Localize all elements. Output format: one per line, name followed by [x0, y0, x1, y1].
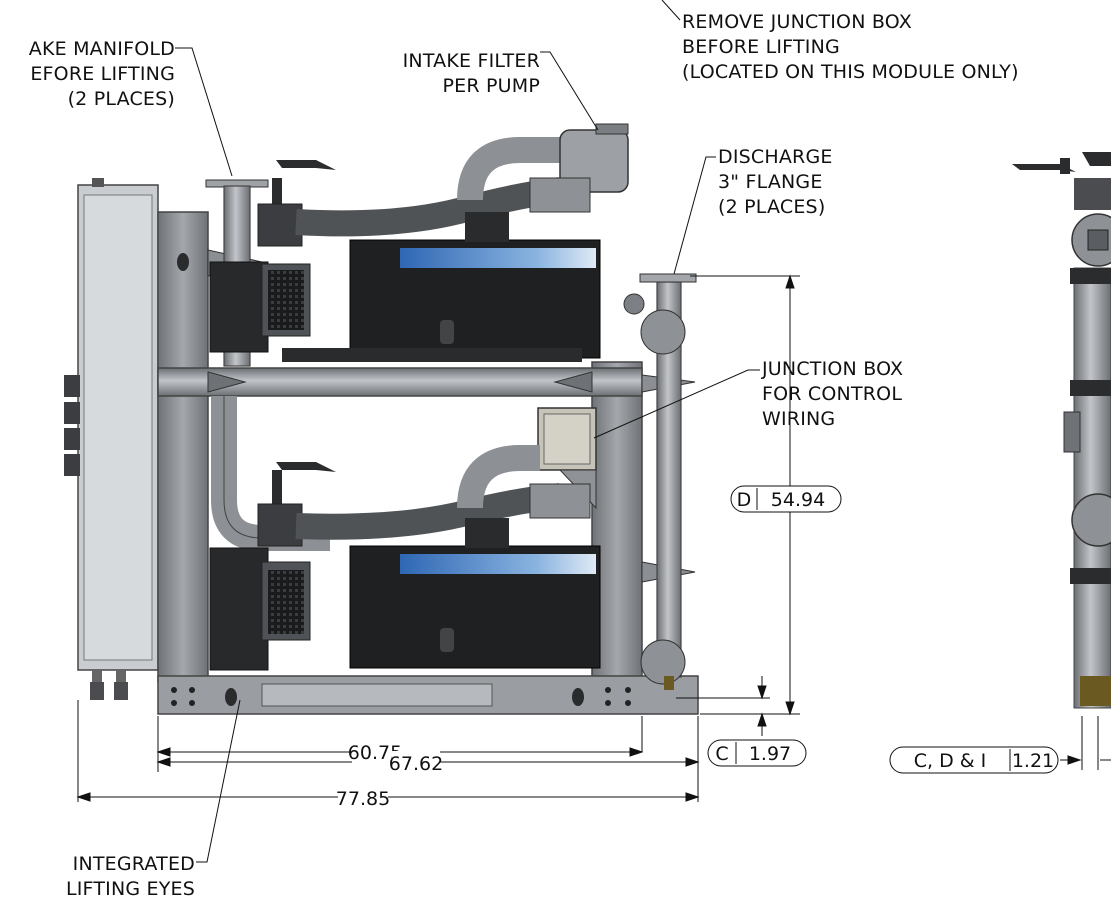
- callout-line: (LOCATED ON THIS MODULE ONLY): [682, 61, 1019, 83]
- callout-line: (2 PLACES): [67, 88, 175, 110]
- overall-width-value: 77.85: [336, 788, 390, 810]
- callout-line: PER PUMP: [442, 75, 540, 97]
- leader-lines: [175, 0, 760, 863]
- callout-line: REMOVE JUNCTION BOX: [682, 11, 912, 33]
- lifting-eyes-callout: INTEGRATED LIFTING EYES: [66, 852, 195, 902]
- frame-width-value: 67.62: [389, 753, 443, 775]
- callout-line: INTAKE FILTER: [402, 50, 540, 72]
- lower-pump: [209, 445, 601, 671]
- base-clearance-value: 1.97: [749, 743, 791, 765]
- callout-line: LIFTING EYES: [65, 878, 195, 900]
- callout-line: WIRING: [762, 408, 836, 430]
- callout-line: JUNCTION BOX: [762, 358, 904, 380]
- remove-junction-box-callout: REMOVE JUNCTION BOX BEFORE LIFTING (LOCA…: [682, 10, 1019, 85]
- intake-filter-callout: INTAKE FILTER PER PUMP: [403, 49, 540, 99]
- junction-box: [537, 407, 597, 510]
- inner-width-value: 60.75: [348, 742, 402, 764]
- side-offset-value: 1.21: [1012, 750, 1054, 772]
- height-dim-tag: D: [737, 489, 752, 511]
- junction-box-callout: JUNCTION BOX FOR CONTROL WIRING: [762, 357, 903, 432]
- callout-line: DISCHARGE: [718, 146, 833, 168]
- intake-manifold-callout: AKE MANIFOLD EFORE LIFTING (2 PLACES): [29, 37, 175, 112]
- dimension-labels: D 54.94 C 1.97 C, D & I 1.21 60.75 67.62…: [336, 485, 1059, 810]
- callout-line: FOR CONTROL: [762, 383, 903, 405]
- callout-line: INTEGRATED: [72, 853, 195, 875]
- base-clearance-tag: C: [715, 743, 728, 765]
- control-panel: [64, 178, 159, 700]
- side-offset-tag: C, D & I: [914, 750, 986, 772]
- callout-line: BEFORE LIFTING: [682, 36, 840, 58]
- callout-line: 3" FLANGE: [718, 171, 823, 193]
- discharge-flange-callout: DISCHARGE 3" FLANGE (2 PLACES): [718, 145, 833, 220]
- side-view: [1012, 152, 1111, 709]
- upper-pump: [209, 123, 645, 362]
- callout-line: EFORE LIFTING: [30, 63, 175, 85]
- callout-line: AKE MANIFOLD: [28, 38, 175, 60]
- callout-line: (2 PLACES): [718, 196, 826, 218]
- height-dim-value: 54.94: [771, 489, 825, 511]
